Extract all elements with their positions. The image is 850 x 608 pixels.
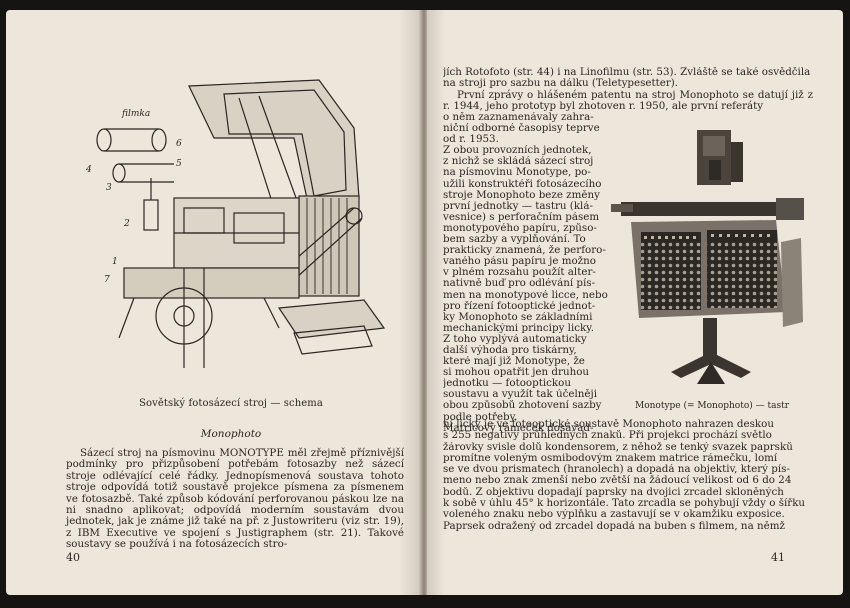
text-line: další výhoda pro tiskárny, [443, 344, 577, 356]
text-line: od r. 1953. [443, 134, 499, 146]
text-line: se ve dvou prismatech (hranolech) a dopa… [443, 464, 790, 476]
body-text-bottom: ní licky je ve fotooptické soustavě Mono… [443, 419, 813, 532]
text-line: ky Monophoto se základními [443, 311, 593, 323]
figure-caption: Sovětský fotosázecí stroj — schema [139, 398, 323, 409]
page-number: 40 [66, 551, 80, 564]
paragraph: Sázecí stroj na písmovinu MONOTYPE měl z… [66, 447, 404, 551]
figure-label: 7 [104, 275, 110, 285]
body-text-top: jích Rotofoto (str. 44) i na Linofilmu (… [443, 67, 813, 112]
text-line: Z obou provozních jednotek, [443, 145, 592, 157]
book-gutter [419, 10, 429, 595]
section-heading: Monophoto [200, 428, 262, 440]
text-line: na písmovinu Monotype, po- [443, 167, 591, 179]
text-line: mechanickými principy licky. [443, 322, 594, 334]
text-line: první jednotky — tastru (klá- [443, 200, 593, 212]
text-line: obou způsobů zhotovení sazby [443, 400, 602, 412]
text-line: užili konstruktéři fotosázecího [443, 178, 602, 190]
monotype-keyboard-photo [611, 122, 807, 392]
body-text: Sázecí stroj na písmovinu MONOTYPE měl z… [66, 447, 404, 551]
text-line: jích Rotofoto (str. 44) i na Linofilmu (… [443, 67, 811, 78]
text-line: s 255 negativy průhledných znaků. Při pr… [443, 430, 772, 442]
figure-label: 4 [85, 165, 92, 175]
text-line: o něm zaznamenávaly zahra- [443, 112, 594, 123]
text-line: k sobě v úhlu 45° k horizontále. Tato zr… [443, 498, 806, 510]
text-line: voleného znaku nebo výplňku a zastavují … [443, 509, 785, 521]
right-page: jích Rotofoto (str. 44) i na Linofilmu (… [427, 10, 843, 595]
text-line: soustavu a využít tak účelněji [443, 389, 597, 401]
text-line: men na monotypové licce, nebo [443, 289, 608, 301]
text-line: pro řízení fotooptické jednot- [443, 300, 596, 312]
text-line: Paprsek odražený od zrcadel dopadá na bu… [443, 520, 785, 532]
paragraph: První zprávy o hlášeném patentu na stroj… [443, 88, 813, 112]
figure-label: 6 [176, 139, 182, 149]
text-line: které mají již Monotype, že [443, 356, 585, 368]
schematic-figure: filmka 6 5 4 3 2 1 7 [85, 79, 386, 368]
figure-label: 3 [106, 183, 112, 193]
text-line: ní licky je ve fotooptické soustavě Mono… [443, 419, 774, 430]
text-line: prakticky znamená, že perforo- [443, 245, 606, 257]
text-line: vesnice) s perforačním pásem [443, 211, 600, 223]
figure-label: 5 [176, 159, 182, 169]
text-line: jednotku — fotooptickou [443, 378, 571, 390]
text-line: podle potřeby. [443, 411, 518, 423]
body-text-column: o něm zaznamenávaly zahra-niční odborné … [443, 112, 633, 434]
text-line: si mohou opatřit jen druhou [443, 367, 590, 379]
text-line: v plném rozsahu použít alter- [443, 267, 596, 279]
text-line: nativně buď pro odlévání pís- [443, 278, 596, 290]
figure-caption: Monotype (= Monophoto) — tastr [634, 401, 790, 411]
text-line: vaného pásu papíru je možno [443, 256, 596, 268]
text-line: na stroji pro sazbu na dálku (Teletypese… [443, 78, 679, 90]
text-line: z nichž se skládá sázecí stroj [443, 156, 594, 168]
text-line: monotypového papíru, způso- [443, 222, 597, 234]
text-line: stroje Monophoto beze změny [443, 189, 600, 201]
text-line: bem sazby a vyplňování. To [443, 234, 586, 246]
figure-label: 1 [112, 257, 118, 267]
figure-label: 2 [123, 219, 130, 229]
page-number: 41 [771, 551, 785, 564]
text-line: Matricový rámeček dosavad- [443, 422, 594, 434]
text-line: bodů. Z objektivu dopadají paprsky na dv… [443, 486, 784, 498]
text-line: meno nebo znak zmenší nebo zvětší na žád… [443, 475, 792, 487]
text-line: žárovky svisle dolů kondensorem, z něhož… [443, 441, 793, 453]
text-line: Z toho vyplývá automaticky [443, 333, 587, 345]
left-page: filmka 6 5 4 3 2 1 7 Sovětský fotosázecí… [6, 10, 421, 595]
figure-label: filmka [121, 109, 150, 119]
text-line: promítne voleným osmibodovým znakem matr… [443, 452, 778, 464]
text-line: niční odborné časopisy teprve [443, 123, 600, 135]
